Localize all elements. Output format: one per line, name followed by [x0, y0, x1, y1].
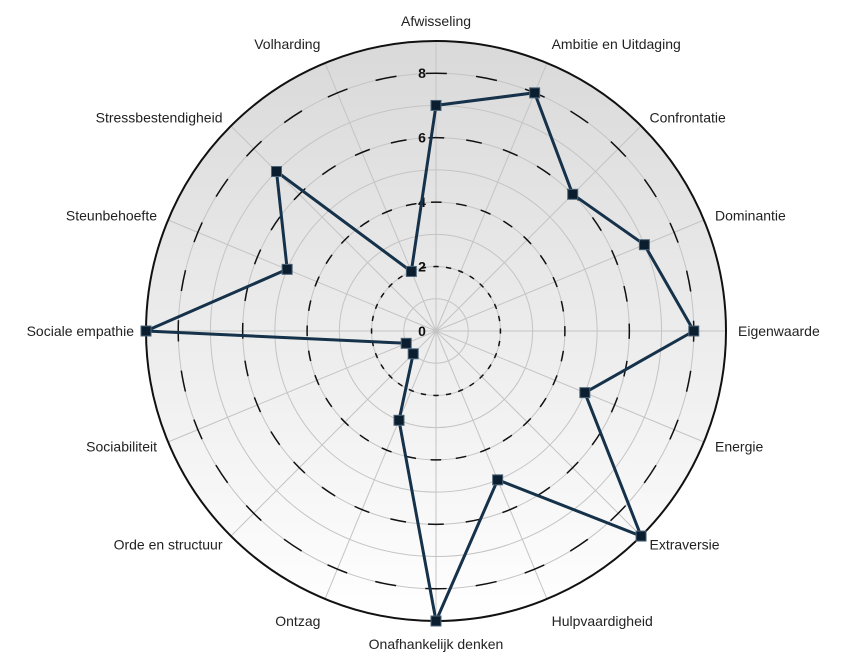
grid-spoke — [435, 330, 548, 600]
axis-label: Hulpvaardigheid — [552, 613, 653, 629]
data-point — [281, 263, 293, 275]
data-point — [271, 166, 283, 178]
grid-spoke — [435, 125, 642, 332]
data-point — [529, 87, 541, 99]
axis-label: Orde en structuur — [114, 537, 223, 553]
grid-spoke — [435, 219, 705, 332]
axis-label: Dominantie — [715, 207, 786, 223]
grid-spoke — [435, 62, 548, 332]
data-point — [579, 387, 591, 399]
data-point — [405, 265, 417, 277]
axis-label: Stressbestendigheid — [96, 110, 223, 126]
axis-label: Ontzag — [275, 613, 320, 629]
data-point — [688, 325, 700, 337]
grid-spoke — [435, 330, 705, 443]
data-point — [407, 348, 419, 360]
tick-label: 0 — [418, 323, 426, 339]
axis-label: Volharding — [254, 36, 320, 52]
data-point — [430, 99, 442, 111]
grid-spoke — [230, 330, 437, 537]
axis-label: Energie — [715, 439, 763, 455]
axis-label: Sociale empathie — [27, 323, 135, 339]
axis-label: Confrontatie — [650, 110, 726, 126]
tick-ring — [370, 265, 502, 397]
axis-label: Onafhankelijk denken — [369, 636, 504, 652]
axis-label: Steunbehoefte — [66, 207, 157, 223]
axis-label: Extraversie — [650, 537, 720, 553]
grid-spoke — [435, 330, 642, 537]
data-point — [492, 474, 504, 486]
data-point — [567, 188, 579, 200]
tick-label: 2 — [418, 259, 426, 275]
data-point — [430, 615, 442, 627]
data-point — [400, 337, 412, 349]
axis-label: Ambitie en Uitdaging — [552, 36, 681, 52]
grid-spoke — [167, 330, 437, 443]
series-layer — [140, 87, 700, 627]
tick-ring — [306, 201, 566, 461]
data-point — [635, 530, 647, 542]
data-point — [140, 325, 152, 337]
grid-spoke — [324, 62, 437, 332]
axis-label: Afwisseling — [401, 13, 471, 29]
grid-spoke — [324, 330, 437, 600]
grid-spoke — [230, 125, 437, 332]
tick-label: 6 — [418, 130, 426, 146]
tick-label: 8 — [418, 65, 426, 81]
grid-spoke — [167, 219, 437, 332]
axis-label: Sociabiliteit — [86, 439, 157, 455]
tick-ring — [241, 136, 631, 526]
data-point — [393, 414, 405, 426]
axis-label: Eigenwaarde — [738, 323, 820, 339]
data-point — [638, 239, 650, 251]
